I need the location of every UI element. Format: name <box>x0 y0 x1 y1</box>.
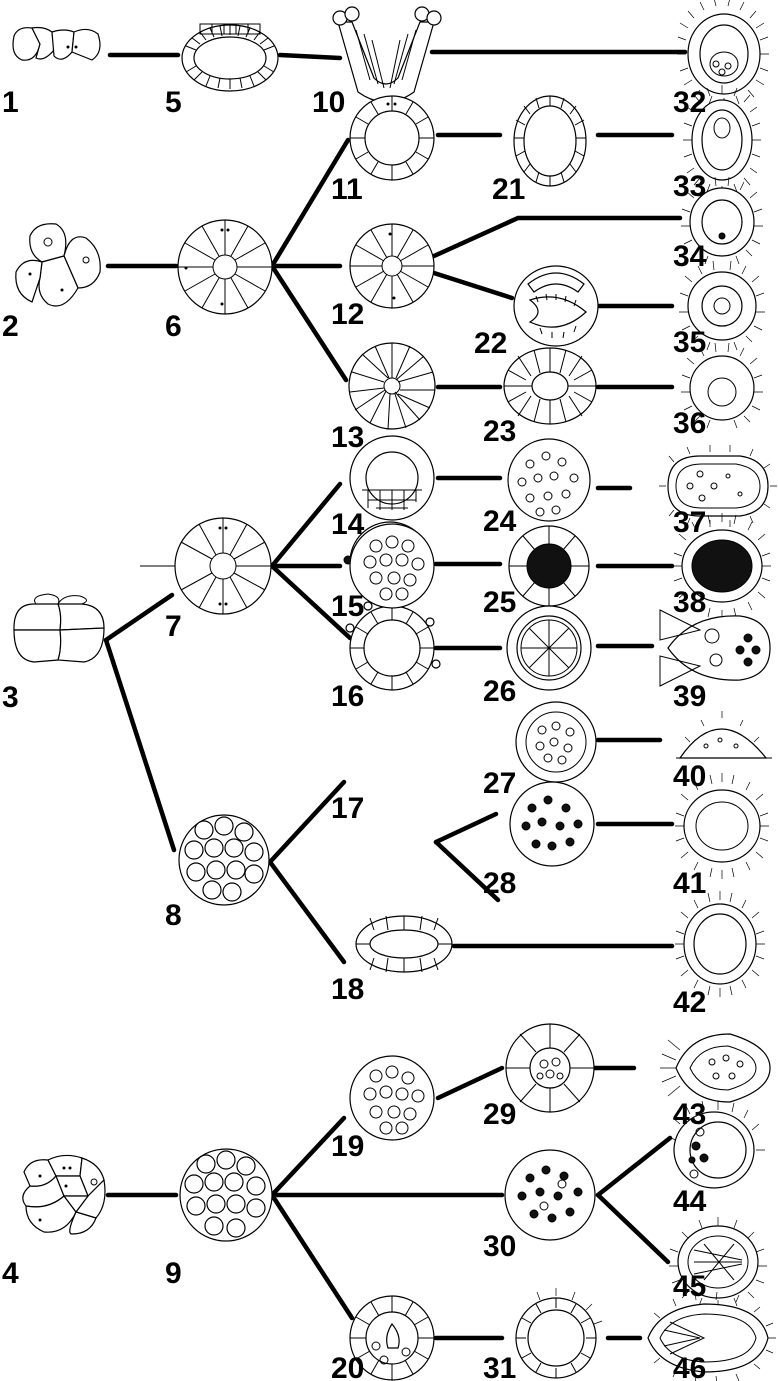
stage-17-drawing-final <box>350 524 434 608</box>
stage-27-drawing <box>516 702 596 782</box>
stage-3-drawing <box>14 594 104 662</box>
stage-40-drawing <box>676 711 772 758</box>
stage-label: 37 <box>673 506 706 539</box>
stage-24-drawing <box>508 439 590 521</box>
embryo-drawings <box>13 0 777 1381</box>
stage-label: 40 <box>673 760 706 793</box>
stage-2-drawing <box>16 224 100 306</box>
stage-label: 25 <box>483 586 516 619</box>
stage-label: 3 <box>2 681 19 714</box>
stage-label: 32 <box>673 86 706 119</box>
stage-31-drawing <box>516 1288 602 1378</box>
stage-label: 39 <box>673 680 706 713</box>
stage-label: 33 <box>673 170 706 203</box>
stage-label: 4 <box>2 1257 19 1290</box>
stage-label: 13 <box>331 421 364 454</box>
stage-label: 16 <box>331 680 364 713</box>
stage-22-drawing <box>514 266 598 346</box>
stage-4-drawing <box>23 1155 105 1234</box>
stage-label: 30 <box>483 1230 516 1263</box>
stage-5-drawing <box>182 24 278 91</box>
stage-13-drawing <box>349 343 435 429</box>
stage-label: 29 <box>483 1098 516 1131</box>
stage-label: 26 <box>483 675 516 708</box>
stage-label: 10 <box>312 86 345 119</box>
stage-label: 35 <box>673 326 706 359</box>
stage-11-drawing <box>350 96 434 180</box>
stage-label: 20 <box>331 1352 364 1381</box>
stage-7-drawing <box>140 518 271 614</box>
stage-label: 43 <box>673 1098 706 1131</box>
stage-label: 34 <box>673 240 707 273</box>
stage-label: 31 <box>483 1352 516 1381</box>
stage-label: 17 <box>331 792 364 825</box>
stage-label: 45 <box>673 1270 706 1303</box>
stage-30-drawing <box>505 1150 595 1240</box>
stage-28-drawing <box>510 782 594 866</box>
stage-label: 11 <box>331 173 363 206</box>
stage-29-drawing <box>506 1024 594 1112</box>
stage-25-drawing <box>509 526 589 606</box>
stage-label: 22 <box>474 327 507 360</box>
stage-label: 28 <box>483 867 516 900</box>
stage-43-drawing <box>660 1034 770 1102</box>
stage-label: 23 <box>483 415 516 448</box>
stage-label: 15 <box>331 590 364 623</box>
stage-label: 12 <box>331 298 364 331</box>
stage-39-drawing <box>660 610 770 686</box>
stage-42-drawing <box>675 891 765 997</box>
stage-18-drawing <box>356 916 452 972</box>
stage-label: 8 <box>165 899 182 932</box>
stage-23-drawing <box>504 348 596 424</box>
stage-label: 36 <box>673 407 706 440</box>
stage-label: 6 <box>165 310 182 343</box>
stage-label: 14 <box>331 508 365 541</box>
stage-label: 38 <box>673 586 706 619</box>
stage-6-drawing <box>178 220 272 314</box>
stage-12-drawing <box>350 224 434 308</box>
stage-label: 5 <box>165 86 182 119</box>
stage-label: 21 <box>492 173 525 206</box>
stage-8-drawing <box>179 815 269 905</box>
stage-label: 2 <box>2 310 19 343</box>
stage-26-drawing <box>507 606 591 690</box>
stage-46-drawing <box>648 1292 776 1381</box>
stage-1-drawing <box>13 28 100 61</box>
stage-label: 19 <box>331 1130 364 1163</box>
stage-9-drawing <box>180 1149 272 1241</box>
stage-label: 44 <box>673 1185 707 1218</box>
stage-label: 18 <box>331 973 364 1006</box>
stage-label: 9 <box>165 1257 182 1290</box>
stage-19-drawing <box>350 1056 434 1140</box>
stage-label: 41 <box>673 867 706 900</box>
stage-label: 42 <box>673 986 706 1019</box>
stage-label: 1 <box>2 86 19 119</box>
stage-label: 46 <box>673 1352 706 1381</box>
stage-label: 7 <box>165 610 182 643</box>
stage-label: 24 <box>483 505 517 538</box>
stage-10-drawing <box>333 7 441 102</box>
stage-label: 27 <box>483 767 516 800</box>
